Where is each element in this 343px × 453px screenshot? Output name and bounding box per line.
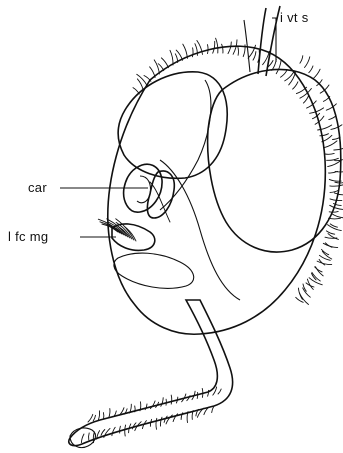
bristle <box>317 261 332 265</box>
bristle-fringe <box>81 38 343 443</box>
bristle <box>93 415 95 421</box>
bristle <box>145 404 147 410</box>
bristle <box>171 395 172 404</box>
bristle <box>144 76 151 82</box>
frontal-vitta <box>160 80 211 210</box>
bristle <box>328 160 342 167</box>
bristle <box>88 414 93 422</box>
label-ivts: i vt s <box>280 10 309 25</box>
bristle <box>222 44 223 53</box>
bristle <box>161 398 163 407</box>
bristle <box>331 125 342 130</box>
bristle <box>120 426 121 433</box>
bristle <box>303 96 308 103</box>
bristle <box>170 50 173 65</box>
bristle <box>150 401 155 409</box>
bristle <box>293 82 298 89</box>
bristle <box>309 66 313 73</box>
bristle <box>133 88 139 94</box>
bristle <box>98 411 99 420</box>
compound-eye <box>208 69 341 252</box>
bristle <box>330 184 343 186</box>
bristle <box>281 71 287 78</box>
bristle <box>192 48 193 57</box>
bristle <box>238 46 239 55</box>
bristle <box>335 171 343 172</box>
bristle <box>329 116 336 120</box>
bristle <box>296 87 306 93</box>
bristle <box>305 57 310 68</box>
bristle <box>329 218 341 219</box>
bristle <box>330 190 339 192</box>
bristle <box>216 38 218 53</box>
bristle <box>187 412 188 423</box>
bristle <box>208 45 209 54</box>
bristle <box>329 211 338 212</box>
bristle <box>160 417 162 426</box>
label-lfcmg: l fc mg <box>8 229 48 244</box>
bristle <box>112 427 115 435</box>
bristle <box>313 69 320 79</box>
bristle <box>81 434 84 443</box>
far-compound-eye <box>118 72 227 178</box>
bristle <box>335 182 343 183</box>
bristle <box>327 158 339 160</box>
bristle <box>228 42 231 54</box>
bristle <box>303 288 311 297</box>
bristle <box>183 44 188 58</box>
bristle <box>334 148 343 151</box>
bristle <box>140 402 141 411</box>
bristle <box>316 267 324 276</box>
bristle <box>150 67 156 78</box>
bristle <box>332 214 343 218</box>
bristle <box>323 97 329 102</box>
bristle <box>109 409 110 418</box>
bristle <box>328 225 342 231</box>
parafacial <box>160 160 240 300</box>
bristle <box>125 425 126 436</box>
bristle <box>330 205 343 209</box>
bristle <box>325 153 334 154</box>
bristle <box>233 40 237 55</box>
bristle <box>326 104 336 110</box>
bristle <box>173 414 178 422</box>
bristle <box>154 60 159 74</box>
bristle <box>213 41 215 53</box>
label-car: car <box>28 180 47 195</box>
bristle <box>137 79 143 90</box>
bristle <box>218 389 221 394</box>
bristle <box>101 430 105 436</box>
bristle <box>161 58 168 68</box>
bristle <box>276 60 281 74</box>
bristle <box>253 52 256 61</box>
bristle <box>300 56 303 64</box>
epistoma <box>114 253 194 288</box>
bristle <box>298 288 302 299</box>
bristle <box>89 433 90 440</box>
bristle <box>156 418 157 429</box>
bristle <box>324 141 337 148</box>
